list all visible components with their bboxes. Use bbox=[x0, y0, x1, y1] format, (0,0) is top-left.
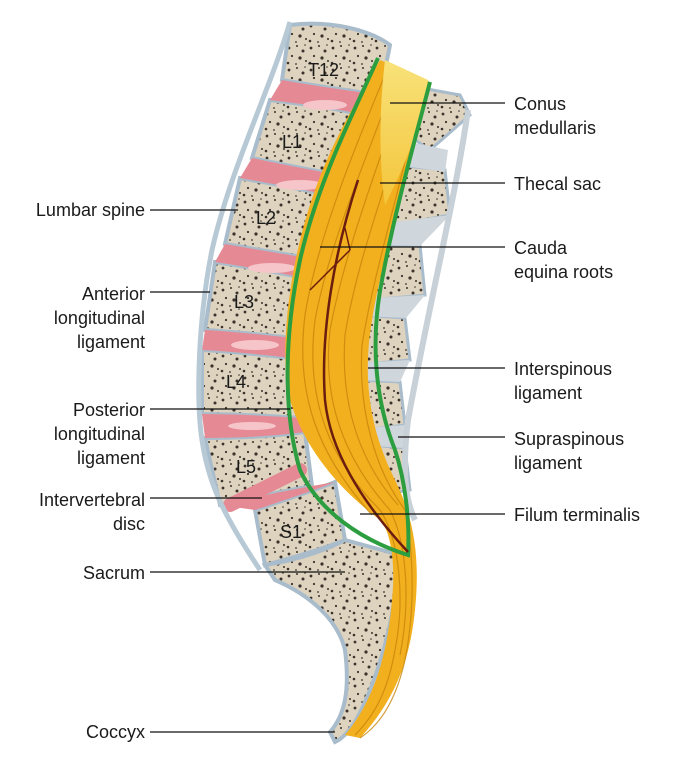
label-cauda-equina-roots: Cauda equina roots bbox=[514, 238, 614, 282]
filum-branch bbox=[309, 227, 351, 291]
vertebra-label: T12 bbox=[308, 60, 339, 80]
label-filum-terminalis: Filum terminalis bbox=[514, 505, 641, 525]
label-intervertebral-disc: Intervertebral disc bbox=[38, 490, 145, 534]
conus-medullaris bbox=[380, 60, 428, 205]
label-coccyx: Coccyx bbox=[85, 722, 145, 742]
label-lumbar-spine: Lumbar spine bbox=[35, 200, 145, 220]
label-conus-medullaris: Conus medullaris bbox=[514, 94, 597, 138]
leader-lines bbox=[150, 102, 505, 733]
vertebra-label: L1 bbox=[282, 132, 302, 152]
vertebra-label: S1 bbox=[280, 522, 302, 542]
vertebra-labels: T12 L1 L2 L3 L4 L5 S1 bbox=[226, 60, 339, 542]
label-posterior-longitudinal-ligament: Posterior longitudinal ligament bbox=[53, 400, 145, 468]
vertebra-label: L3 bbox=[234, 292, 254, 312]
sacrum-coccyx bbox=[261, 537, 403, 745]
label-anterior-longitudinal-ligament: Anterior longitudinal ligament bbox=[53, 284, 145, 352]
anterior-longitudinal-ligament bbox=[196, 21, 293, 572]
vertebra-label: L2 bbox=[256, 208, 276, 228]
label-interspinous-ligament: Interspinous ligament bbox=[514, 359, 613, 403]
vertebra-label: L4 bbox=[226, 372, 246, 392]
vertebra-label: L5 bbox=[236, 457, 256, 477]
label-supraspinous-ligament: Supraspinous ligament bbox=[514, 429, 625, 473]
cauda-equina bbox=[285, 60, 430, 738]
filum-terminalis bbox=[322, 179, 409, 553]
label-thecal-sac: Thecal sac bbox=[514, 174, 602, 194]
thecal-sac bbox=[285, 57, 432, 558]
label-sacrum: Sacrum bbox=[82, 563, 145, 583]
